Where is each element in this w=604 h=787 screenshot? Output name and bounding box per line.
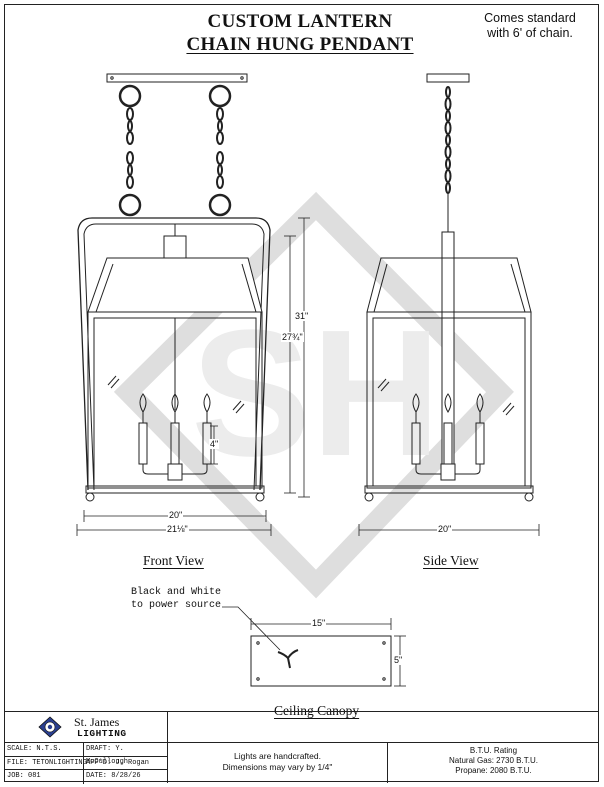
front-view-drawing	[76, 73, 310, 536]
info-job: JOB: 081	[7, 772, 41, 781]
btu-propane: Propane: 2080 B.T.U.	[455, 766, 532, 775]
company-subname: LIGHTING	[77, 728, 127, 739]
handcrafted-notes: Lights are handcrafted. Dimensions may v…	[168, 742, 388, 783]
ceiling-canopy-label: Ceiling Canopy	[274, 703, 360, 718]
btu-rating: B.T.U. Rating Natural Gas: 2730 B.T.U. P…	[388, 742, 599, 783]
company-name: St. James	[74, 715, 120, 729]
notes-line1: Lights are handcrafted.	[234, 751, 321, 761]
drawing-title-line2: CHAIN HUNG PENDANT	[186, 34, 414, 55]
btu-title: B.T.U. Rating	[469, 746, 518, 755]
wire-label-line2: to power source	[130, 600, 221, 611]
info-row-job: JOB: 081 DATE: 8/28/26	[4, 770, 168, 784]
wire-label-line1: Black and White	[130, 587, 221, 598]
chain-note-line2: with 6' of chain.	[487, 26, 573, 40]
info-date: DATE: 8/28/26	[86, 772, 141, 781]
title-block: St. James LIGHTING SCALE: N.T.S. DRAFT: …	[4, 711, 599, 784]
dim-canopy-width: 15"	[311, 618, 327, 628]
watermark-text: SH	[191, 293, 441, 494]
watermark-logo: SH	[113, 191, 514, 599]
dim-height-body: 27¾"	[281, 332, 304, 342]
info-row-file: FILE: TETONLIGHTING APP'D: J. Rogan	[4, 756, 168, 771]
side-candle-cluster	[411, 393, 485, 481]
wire-label: Black and White to power source	[124, 586, 228, 612]
dim-front-width-outer: 21⅛"	[166, 524, 189, 534]
info-approved: APP'D: J. Rogan	[86, 758, 150, 767]
info-file: FILE: TETONLIGHTING	[7, 758, 87, 767]
side-view-drawing	[358, 73, 540, 536]
chain-note-line1: Comes standard	[484, 11, 576, 25]
front-view-label: Front View	[143, 553, 204, 568]
company-cell: St. James LIGHTING	[4, 712, 168, 742]
side-view-label: Side View	[423, 553, 479, 568]
ceiling-canopy-drawing	[222, 606, 406, 687]
company-logo-icon	[38, 716, 62, 738]
drawing-sheet	[4, 4, 599, 782]
btu-natural-gas: Natural Gas: 2730 B.T.U.	[449, 756, 538, 765]
notes-line2: Dimensions may vary by 1/4"	[222, 762, 333, 772]
front-candle-cluster	[138, 393, 212, 481]
drawing-title-line1: CUSTOM LANTERN	[207, 11, 393, 32]
dim-side-width: 20"	[437, 524, 453, 534]
dim-front-width-inner: 20"	[168, 510, 184, 520]
info-scale: SCALE: N.T.S.	[7, 745, 62, 753]
dim-height-total: 31"	[294, 311, 310, 321]
dim-canopy-height: 5"	[393, 655, 404, 665]
dim-candle: 4"	[209, 439, 220, 449]
info-draft: DRAFT: Y. McCullough	[86, 745, 129, 766]
drawing-info-grid: SCALE: N.T.S. DRAFT: Y. McCullough FILE:…	[4, 742, 168, 784]
chain-note: Comes standard with 6' of chain.	[470, 11, 590, 41]
info-row-scale: SCALE: N.T.S. DRAFT: Y. McCullough	[4, 743, 168, 766]
